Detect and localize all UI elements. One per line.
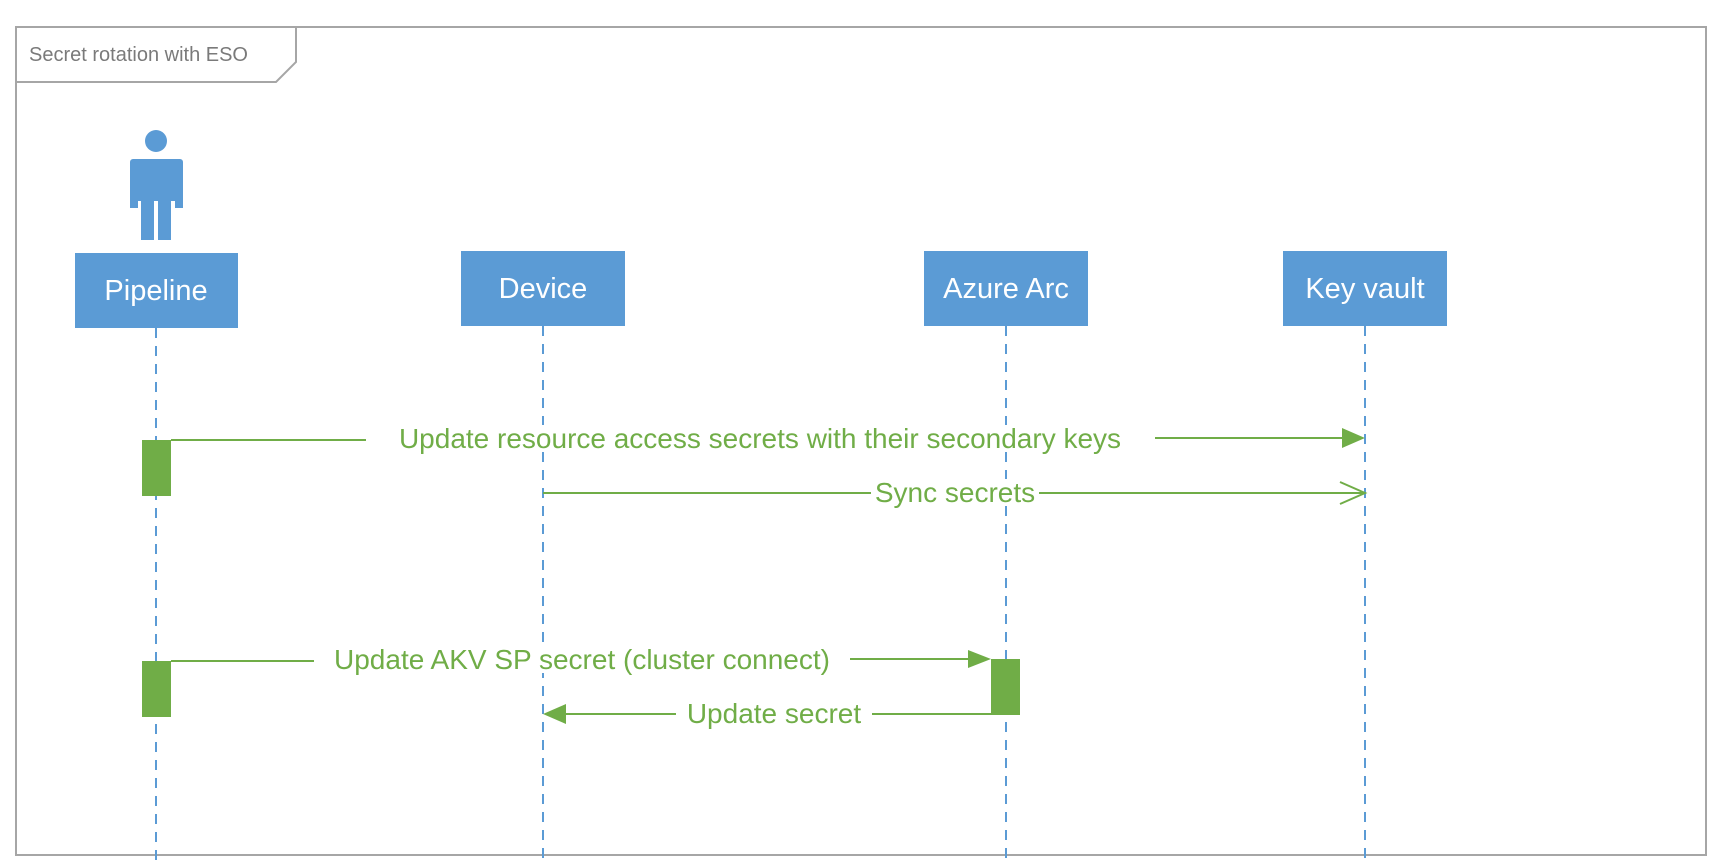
message-label: Update AKV SP secret (cluster connect) — [334, 644, 830, 675]
participant-box — [75, 253, 238, 328]
participant-key-vault: Key vault — [1283, 251, 1447, 326]
arrowhead-filled — [1342, 428, 1365, 448]
label-background — [871, 479, 1039, 506]
message-label: Update resource access secrets with thei… — [399, 423, 1121, 454]
participant-pipeline: Pipeline — [75, 253, 238, 328]
activation-bar-pipeline-2 — [142, 661, 171, 717]
arrowhead-filled — [968, 650, 991, 668]
message-label: Update secret — [687, 698, 862, 729]
message-sync-secrets: Sync secrets — [543, 477, 1368, 508]
label-background — [395, 425, 1125, 452]
frame-title-tab — [15, 26, 297, 83]
message-update-resource-secrets: Update resource access secrets with thei… — [171, 423, 1365, 454]
activation-bar-pipeline-1 — [142, 440, 171, 496]
participant-device: Device — [461, 251, 625, 326]
diagram-frame — [15, 26, 1707, 856]
label-background — [683, 700, 865, 727]
participant-label: Azure Arc — [943, 273, 1069, 305]
arrowhead-filled — [543, 704, 566, 724]
person-icon — [130, 130, 183, 240]
participant-box — [461, 251, 625, 326]
message-update-secret: Update secret — [543, 698, 991, 729]
arrowhead-open — [1339, 481, 1368, 505]
participant-label: Device — [499, 273, 588, 305]
participant-box — [924, 251, 1088, 326]
activation-bar-azure-arc — [991, 659, 1020, 715]
participant-label: Pipeline — [104, 275, 207, 307]
participant-label: Key vault — [1305, 273, 1424, 305]
message-label: Sync secrets — [875, 477, 1035, 508]
frame-title: Secret rotation with ESO — [29, 44, 248, 66]
participant-azure-arc: Azure Arc — [924, 251, 1088, 326]
participant-box — [1283, 251, 1447, 326]
message-update-akv-sp-secret: Update AKV SP secret (cluster connect) — [171, 644, 991, 675]
label-background — [331, 646, 833, 673]
